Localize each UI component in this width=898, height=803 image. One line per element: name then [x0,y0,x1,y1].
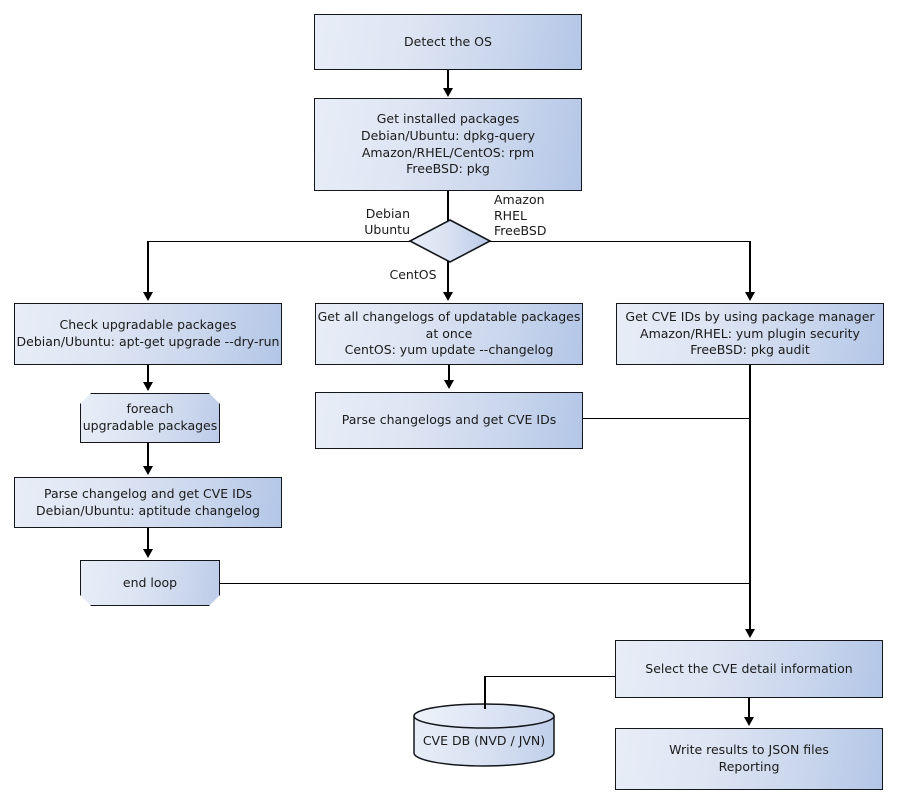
arrowhead-check-to-foreach [142,382,153,391]
edge-decision-left-horizontal [148,240,410,242]
arrowhead-trunk-to-select [744,629,755,638]
node-parse-changelog[interactable]: Parse changelog and get CVE IDs Debian/U… [14,477,282,528]
edge-select-to-write [748,698,750,718]
edge-select-to-db-horizontal [485,675,615,677]
edge-detect-to-packages [447,70,449,89]
arrowhead-decision-bottom [442,292,453,301]
node-select-cve-detail-label: Select the CVE detail information [645,660,853,676]
node-foreach-loop-start-label: foreach upgradable packages [82,401,218,433]
node-foreach-loop-start[interactable]: foreach upgradable packages [80,393,220,443]
edge-right-trunk [749,365,751,630]
arrowhead-detect-to-packages [442,88,453,97]
node-detect-os[interactable]: Detect the OS [314,14,582,70]
arrowhead-allchangelogs-to-parsechangelogs [443,380,454,389]
edge-decision-left-vertical [147,240,149,294]
node-detect-os-label: Detect the OS [404,33,492,49]
node-write-results[interactable]: Write results to JSON files Reporting [615,728,883,790]
arrowhead-select-to-write [743,717,754,726]
edge-foreach-to-parse [147,443,149,467]
edge-parsechangelogs-to-trunk [583,417,751,419]
database-cylinder-icon [413,703,555,767]
edge-label-amazon-rhel-freebsd: Amazon RHEL FreeBSD [494,192,547,239]
node-check-upgradable-packages-label: Check upgradable packages Debian/Ubuntu:… [16,317,280,349]
node-get-all-changelogs[interactable]: Get all changelogs of updatable packages… [315,303,583,365]
node-parse-changelog-label: Parse changelog and get CVE IDs Debian/U… [36,485,260,518]
edge-decision-right-horizontal [490,240,750,242]
edge-select-to-db-vertical [484,675,486,709]
node-end-loop-label: end loop [122,574,178,590]
node-cve-database[interactable]: CVE DB (NVD / JVN) [412,703,556,769]
node-end-loop[interactable]: end loop [80,560,220,606]
node-cve-database-label: CVE DB (NVD / JVN) [422,732,546,748]
node-get-cve-ids-package-manager-label: Get CVE IDs by using package manager Ama… [625,308,875,358]
node-check-upgradable-packages[interactable]: Check upgradable packages Debian/Ubuntu:… [14,303,282,365]
edge-label-centos: CentOS [389,267,437,282]
arrowhead-foreach-to-parse [142,466,153,475]
edge-allchangelogs-to-parsechangelogs [448,365,450,381]
node-write-results-label: Write results to JSON files Reporting [669,742,829,774]
node-get-installed-packages[interactable]: Get installed packages Debian/Ubuntu: dp… [314,98,582,191]
node-get-all-changelogs-label: Get all changelogs of updatable packages… [317,308,581,358]
edge-check-to-foreach [147,365,149,383]
edge-packages-to-decision [447,191,449,221]
decision-diamond-shape [408,219,492,263]
node-select-cve-detail[interactable]: Select the CVE detail information [615,640,883,698]
edge-parse-to-endloop [147,528,149,550]
edge-decision-right-vertical [749,240,751,294]
node-parse-changelogs-label: Parse changelogs and get CVE IDs [341,412,557,428]
arrowhead-parse-to-endloop [142,549,153,558]
arrowhead-decision-left [142,292,153,301]
edge-label-debian-ubuntu: Debian Ubuntu [364,206,410,237]
edge-decision-bottom-vertical [447,261,449,293]
node-parse-changelogs[interactable]: Parse changelogs and get CVE IDs [315,392,583,449]
node-os-decision[interactable] [406,216,494,266]
edge-endloop-to-trunk [220,582,751,584]
node-get-installed-packages-label: Get installed packages Debian/Ubuntu: dp… [360,110,536,177]
arrowhead-decision-right [744,292,755,301]
node-get-cve-ids-package-manager[interactable]: Get CVE IDs by using package manager Ama… [616,303,884,365]
